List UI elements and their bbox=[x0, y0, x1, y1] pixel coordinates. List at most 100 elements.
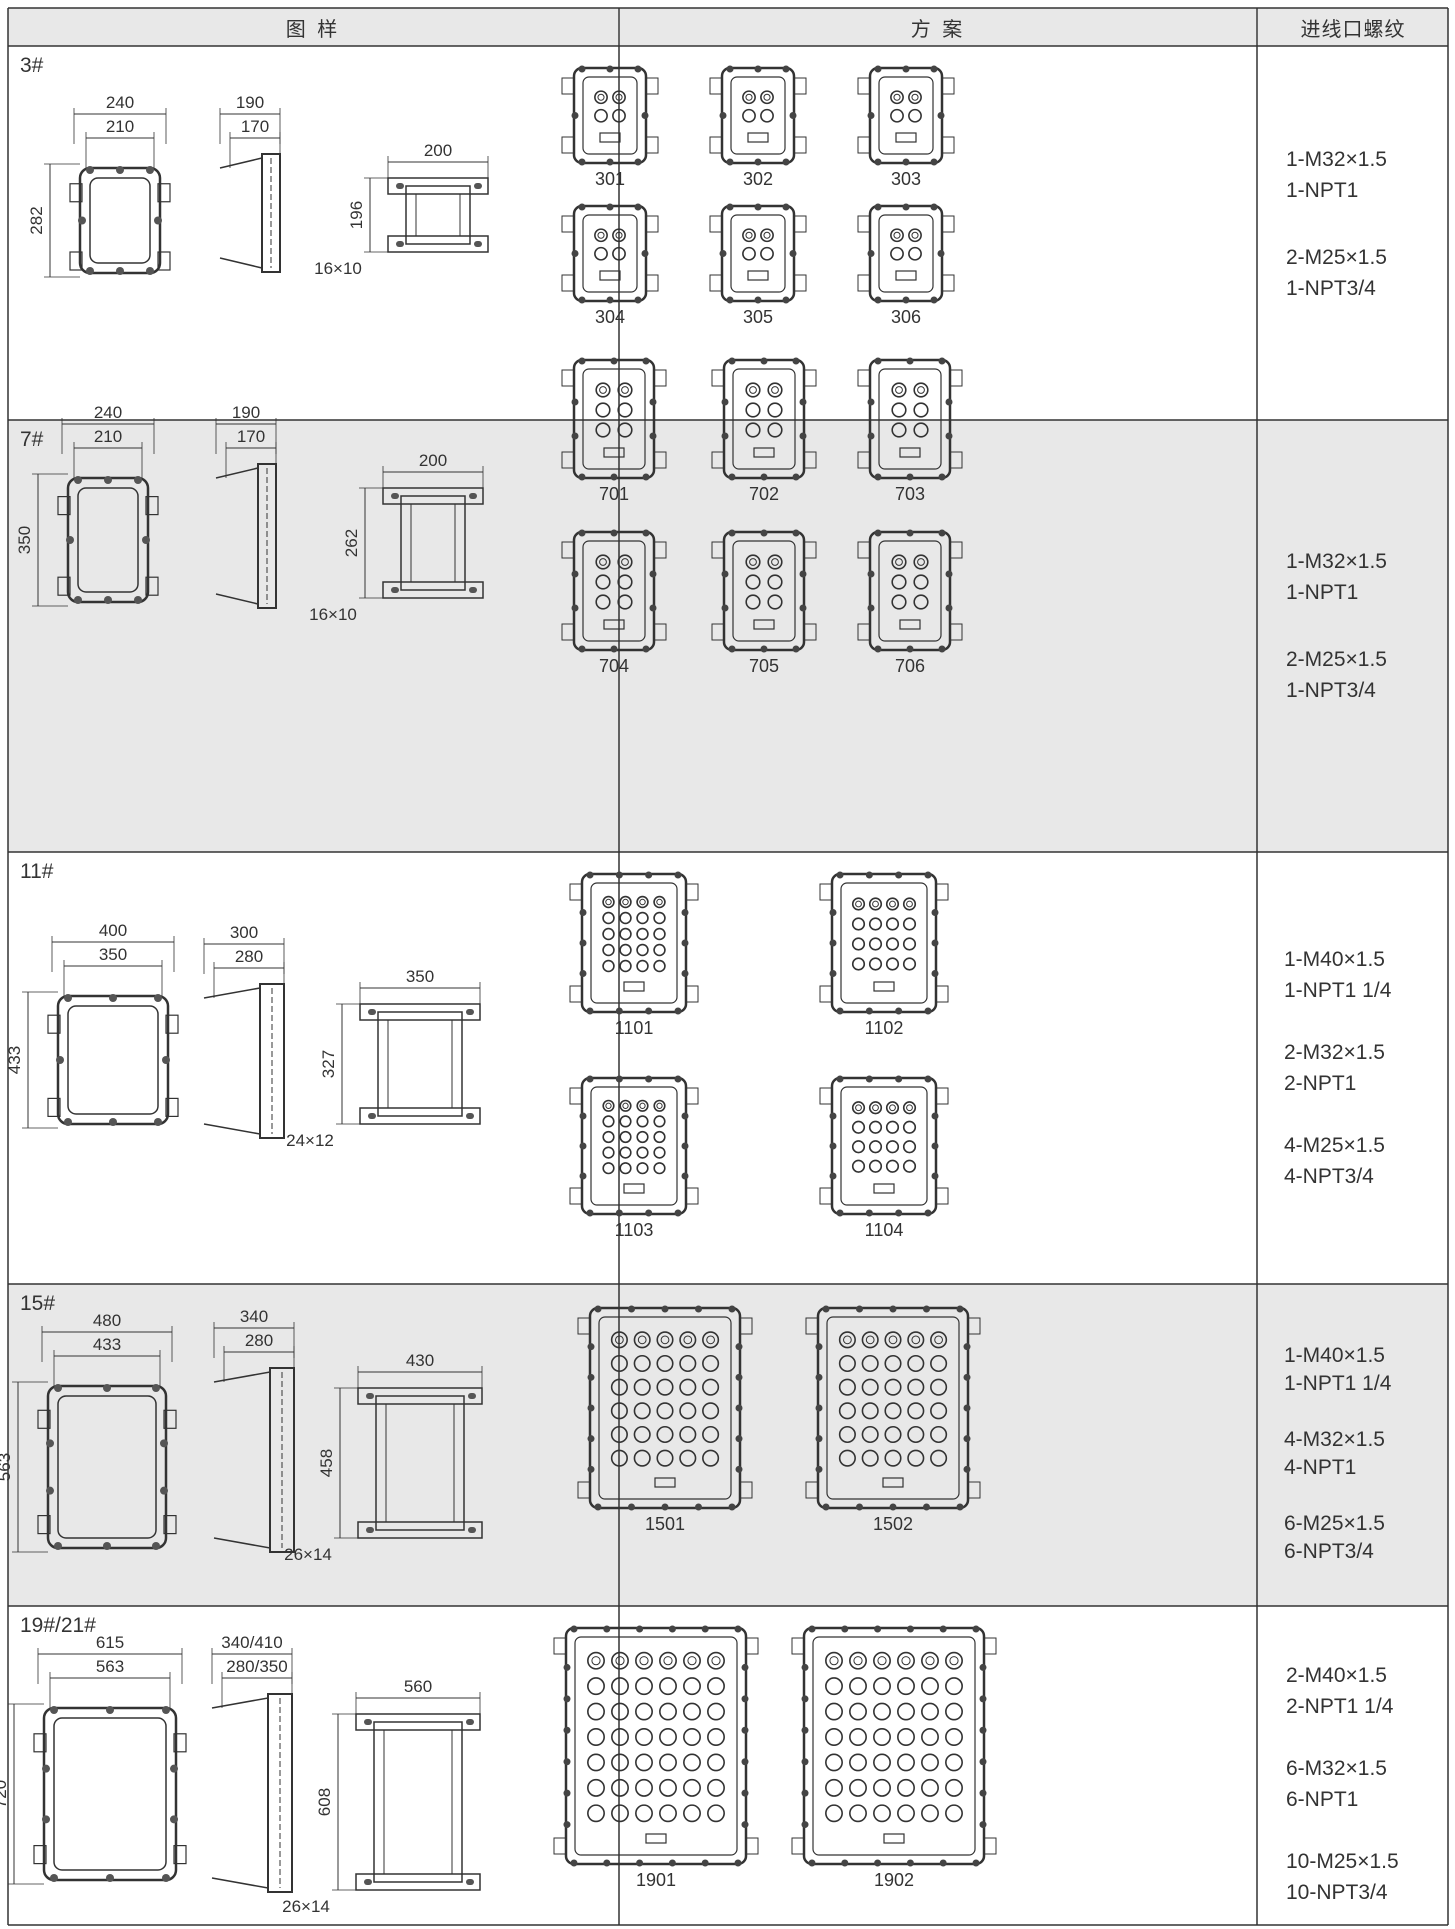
indicator-light bbox=[659, 1753, 677, 1772]
dimension-label: 300 bbox=[230, 923, 258, 942]
indicator-light bbox=[907, 1449, 925, 1467]
indicator-light bbox=[656, 1402, 674, 1420]
indicator-light bbox=[745, 554, 761, 570]
mounting-ear bbox=[857, 451, 871, 469]
indicator-light bbox=[707, 1651, 725, 1670]
bolt bbox=[867, 604, 875, 612]
indicator-light bbox=[851, 957, 866, 971]
indicator-light bbox=[945, 1753, 963, 1772]
size-label-7: 7# bbox=[20, 428, 44, 451]
indicator-light bbox=[897, 1702, 915, 1721]
bolt bbox=[815, 1435, 823, 1443]
thread-item: 2-M32×1.5 bbox=[1284, 1041, 1385, 1064]
bolt bbox=[902, 203, 910, 211]
indicator-light bbox=[873, 1677, 891, 1696]
indicator-light bbox=[872, 1104, 879, 1112]
bolt bbox=[945, 570, 953, 578]
bolt bbox=[634, 65, 642, 73]
scheme-code: 706 bbox=[895, 656, 925, 676]
indicator-light bbox=[633, 1402, 651, 1420]
indicator-light bbox=[611, 1804, 629, 1823]
indicator-light bbox=[911, 231, 919, 239]
indicator-light bbox=[921, 1753, 939, 1772]
indicator-light bbox=[901, 1656, 911, 1666]
nameplate bbox=[882, 1477, 904, 1488]
indicator-light bbox=[767, 422, 783, 438]
indicator-light bbox=[587, 1778, 605, 1797]
indicator-light bbox=[683, 1651, 701, 1670]
indicator-light bbox=[767, 574, 783, 590]
scheme-enclosure bbox=[722, 358, 806, 480]
indicator-light bbox=[621, 558, 629, 566]
indicator-light bbox=[591, 1656, 601, 1666]
indicator-light bbox=[760, 108, 774, 123]
indicator-light bbox=[612, 108, 626, 123]
scheme-code: 301 bbox=[595, 169, 625, 189]
bolt bbox=[726, 203, 734, 211]
bolt bbox=[721, 604, 729, 612]
mounting-slot bbox=[474, 183, 482, 189]
bolt bbox=[674, 1209, 682, 1217]
dimension-label: 240 bbox=[94, 403, 122, 422]
mounting-ear bbox=[819, 883, 833, 901]
indicator-light bbox=[683, 1335, 693, 1345]
indicator-light bbox=[855, 900, 862, 908]
indicator-light bbox=[635, 1753, 653, 1772]
indicator-light bbox=[825, 1804, 843, 1823]
thread-item: 1-NPT1 bbox=[1286, 581, 1359, 604]
scheme-enclosure bbox=[572, 530, 656, 652]
bolt bbox=[874, 1859, 882, 1867]
scheme-code: 1104 bbox=[865, 1220, 904, 1240]
indicator-light bbox=[742, 246, 756, 261]
bolt bbox=[874, 296, 882, 304]
indicator-light bbox=[599, 558, 607, 566]
mounting-ear bbox=[577, 1481, 591, 1499]
mounting-ear bbox=[709, 136, 723, 154]
indicator-light bbox=[742, 90, 756, 105]
indicator-light bbox=[707, 1702, 725, 1721]
indicator-light bbox=[907, 1378, 925, 1396]
bolt bbox=[728, 1305, 736, 1313]
scheme-code: 704 bbox=[599, 656, 629, 676]
bolt bbox=[867, 570, 875, 578]
indicator-light bbox=[656, 1449, 674, 1467]
mounting-ear bbox=[745, 1637, 759, 1655]
bolt bbox=[586, 1075, 594, 1083]
bolt bbox=[735, 1343, 743, 1351]
bolt bbox=[642, 529, 650, 537]
scheme-enclosure bbox=[572, 66, 648, 165]
bolt bbox=[856, 1305, 863, 1313]
bolt bbox=[945, 398, 953, 406]
indicator-light bbox=[653, 959, 666, 973]
bolt bbox=[649, 570, 657, 578]
indicator-light bbox=[610, 1378, 628, 1396]
indicator-light bbox=[838, 1354, 856, 1373]
bolt bbox=[856, 1503, 863, 1511]
indicator-light bbox=[683, 1728, 701, 1746]
bolt bbox=[735, 1404, 743, 1412]
bolt bbox=[895, 1007, 903, 1015]
indicator-light bbox=[849, 1677, 867, 1696]
bolt bbox=[979, 1726, 987, 1734]
mounting-slot bbox=[368, 1009, 376, 1015]
bolt bbox=[563, 1663, 571, 1671]
mounting-ear bbox=[941, 136, 955, 154]
bolt bbox=[799, 570, 807, 578]
mounting-ear bbox=[803, 369, 817, 387]
bolt bbox=[938, 357, 946, 365]
mounting-ear bbox=[645, 215, 659, 233]
mounting-ear bbox=[819, 1087, 833, 1105]
indicator-light bbox=[636, 1130, 649, 1144]
row-bg-3 bbox=[8, 46, 1448, 420]
indicator-light bbox=[851, 1159, 866, 1173]
bolt bbox=[579, 1172, 587, 1180]
scheme-code: 1501 bbox=[645, 1514, 685, 1534]
mounting-slot bbox=[469, 587, 477, 593]
indicator-light bbox=[617, 422, 633, 438]
bolt bbox=[754, 65, 762, 73]
bolt bbox=[782, 158, 790, 166]
mounting-ear bbox=[857, 541, 871, 559]
indicator-light bbox=[888, 1335, 898, 1345]
enclosure-window bbox=[89, 177, 151, 264]
mounting-ear bbox=[47, 1014, 61, 1034]
